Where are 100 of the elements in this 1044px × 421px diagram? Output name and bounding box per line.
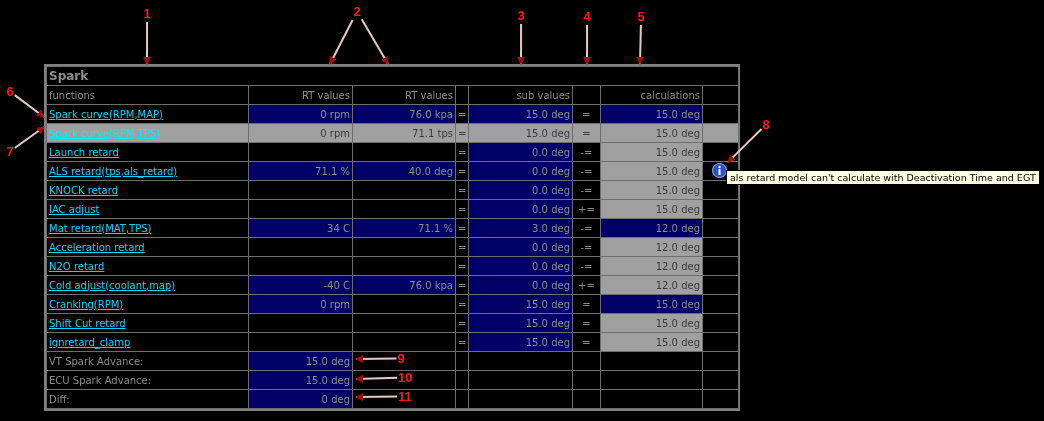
callout-number: 5 [637, 9, 645, 24]
sub-value: 0.0 deg [532, 184, 570, 196]
rt-value: 15.0 deg [305, 355, 350, 367]
leader-line [583, 24, 591, 65]
leader-line [13, 94, 45, 118]
column-header: RT values [301, 89, 350, 101]
function-link: ALS retard(tps,als_retard) [49, 165, 178, 177]
calc-value: 12.0 deg [655, 222, 700, 234]
sub-value: 0.0 deg [532, 279, 570, 291]
operator-sign: -= [580, 146, 593, 158]
calc-value: 15.0 deg [655, 317, 700, 329]
callout-number: 4 [583, 9, 591, 24]
leader-line [355, 392, 398, 401]
calc-value: 15.0 deg [655, 298, 700, 310]
callout-number: 10 [398, 370, 413, 385]
rt-value: 0 deg [321, 393, 350, 405]
calc-value: 15.0 deg [655, 108, 700, 120]
sub-value: 15.0 deg [525, 127, 570, 139]
function-link: IAC adjust [49, 203, 100, 215]
function-link: Cranking(RPM) [49, 298, 124, 310]
function-link: Spark curve(RPM,MAP) [49, 108, 163, 120]
equals-sign: = [458, 241, 467, 253]
calc-value: 15.0 deg [655, 203, 700, 215]
equals-sign: = [458, 298, 467, 310]
tooltip: als retard model can't calculate with Deactivation Time and EGT [726, 170, 1040, 185]
operator-sign: += [578, 279, 595, 291]
operator-sign: += [578, 203, 595, 215]
function-link: Spark curve(RPM,TPS) [49, 127, 160, 139]
rt-value: 34 C [327, 222, 350, 234]
callout-number: 1 [143, 6, 151, 21]
operator-sign: -= [580, 222, 593, 234]
leader-line [636, 24, 645, 65]
rt-value: 71.1 % [315, 165, 350, 177]
operator-sign: -= [580, 241, 593, 253]
leader-line [355, 374, 398, 383]
equals-sign: = [458, 146, 467, 158]
sub-value: 0.0 deg [532, 203, 570, 215]
calc-value: 15.0 deg [655, 127, 700, 139]
leader-line [13, 126, 45, 150]
callout-number: 8 [762, 117, 770, 132]
function-link: KNOCK retard [49, 184, 118, 196]
function-link: N2O retard [49, 260, 105, 272]
row-label: Diff: [49, 393, 70, 405]
sub-value: 0.0 deg [532, 146, 570, 158]
function-link: Mat retard(MAT,TPS) [49, 222, 152, 234]
operator-sign: -= [580, 165, 593, 177]
equals-sign: = [458, 184, 467, 196]
operator-sign: = [582, 108, 591, 120]
calc-value: 15.0 deg [655, 165, 700, 177]
calc-value: 15.0 deg [655, 336, 700, 348]
column-header: sub values [516, 89, 570, 101]
operator-sign: = [582, 336, 591, 348]
operator-sign: = [582, 127, 591, 139]
calc-value: 12.0 deg [655, 241, 700, 253]
equals-sign: = [458, 260, 467, 272]
leader-line [329, 19, 354, 65]
rt-value: -40 C [323, 279, 350, 291]
sub-value: 15.0 deg [525, 108, 570, 120]
table-title: Spark [49, 69, 89, 83]
rt-value: 76.0 kpa [409, 108, 453, 120]
leader-line [143, 21, 151, 65]
operator-sign: -= [580, 184, 593, 196]
column-header: RT values [404, 89, 453, 101]
function-link: Cold adjust(coolant,map) [49, 279, 176, 291]
equals-sign: = [458, 279, 467, 291]
rt-value: 76.0 kpa [409, 279, 453, 291]
callout-number: 7 [6, 144, 14, 159]
operator-sign: = [582, 298, 591, 310]
equals-sign: = [458, 203, 467, 215]
callout-number: 11 [398, 389, 412, 404]
rt-value: 0 rpm [320, 108, 350, 120]
sub-value: 15.0 deg [525, 298, 570, 310]
sub-value: 3.0 deg [532, 222, 570, 234]
function-link: Acceleration retard [49, 241, 145, 253]
calc-value: 15.0 deg [655, 184, 700, 196]
sub-value: 15.0 deg [525, 317, 570, 329]
equals-sign: = [458, 222, 467, 234]
sub-value: 0.0 deg [532, 165, 570, 177]
sub-value: 0.0 deg [532, 241, 570, 253]
function-link: Launch retard [49, 146, 119, 158]
rt-value: 71.1 tps [412, 127, 453, 139]
rt-value: 71.1 % [418, 222, 453, 234]
calc-value: 12.0 deg [655, 260, 700, 272]
leader-line [355, 354, 398, 363]
function-link: ignretard_clamp [49, 336, 131, 348]
equals-sign: = [458, 317, 467, 329]
calc-value: 12.0 deg [655, 279, 700, 291]
callout-number: 9 [397, 351, 405, 366]
leader-line [517, 23, 525, 65]
sub-value: 15.0 deg [525, 336, 570, 348]
leader-line [360, 18, 389, 65]
callout-number: 3 [517, 8, 525, 23]
equals-sign: = [458, 108, 467, 120]
rt-value: 0 rpm [320, 127, 350, 139]
info-icon [712, 163, 727, 178]
function-link: Shift Cut retard [49, 317, 126, 329]
rt-value: 0 rpm [320, 298, 350, 310]
rt-value: 15.0 deg [305, 374, 350, 386]
row-label: ECU Spark Advance: [49, 374, 152, 386]
callout-number: 2 [353, 4, 361, 19]
